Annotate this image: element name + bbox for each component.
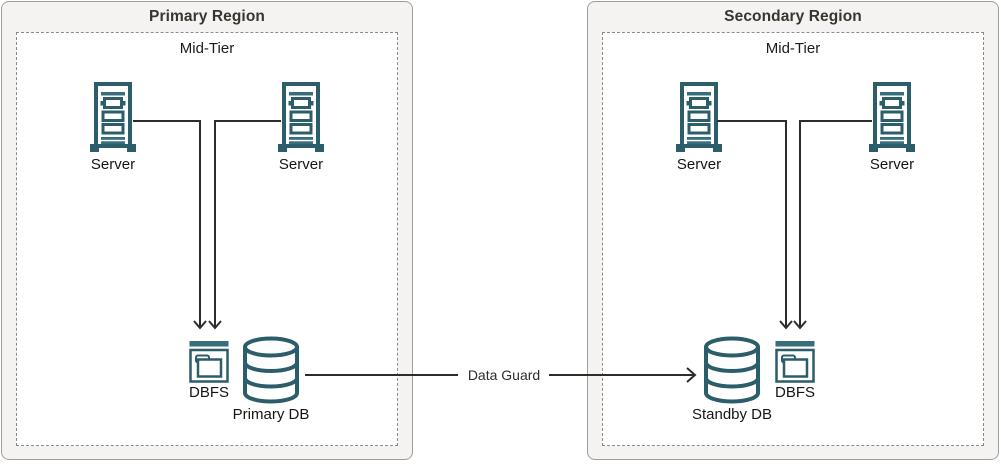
secondary-region-title: Secondary Region: [724, 8, 862, 25]
server-icon: [278, 82, 324, 152]
primary-region-box: Primary Region Mid-Tier Server: [1, 1, 413, 460]
server-label: Server: [869, 156, 915, 173]
server-label: Server: [90, 156, 136, 173]
data-guard-label: Data Guard: [467, 367, 541, 383]
secondary-midtier-label: Mid-Tier: [765, 40, 821, 57]
dbfs-window-icon: [775, 341, 815, 383]
server-label: Server: [676, 156, 722, 173]
server-label: Server: [278, 156, 324, 173]
server-icon: [869, 82, 915, 152]
server-icon: [676, 82, 722, 152]
database-icon: [704, 336, 760, 404]
dbfs-window-icon: [189, 341, 229, 383]
dbfs-label: DBFS: [188, 384, 229, 401]
primary-midtier-label: Mid-Tier: [179, 40, 235, 57]
secondary-region-box: Secondary Region Mid-Tier Server: [587, 1, 999, 460]
primary-region-title: Primary Region: [149, 8, 265, 25]
dbfs-label: DBFS: [774, 384, 815, 401]
primary-db-label: Primary DB: [232, 406, 310, 423]
standby-db-label: Standby DB: [691, 406, 773, 423]
server-icon: [90, 82, 136, 152]
database-icon: [243, 336, 299, 404]
